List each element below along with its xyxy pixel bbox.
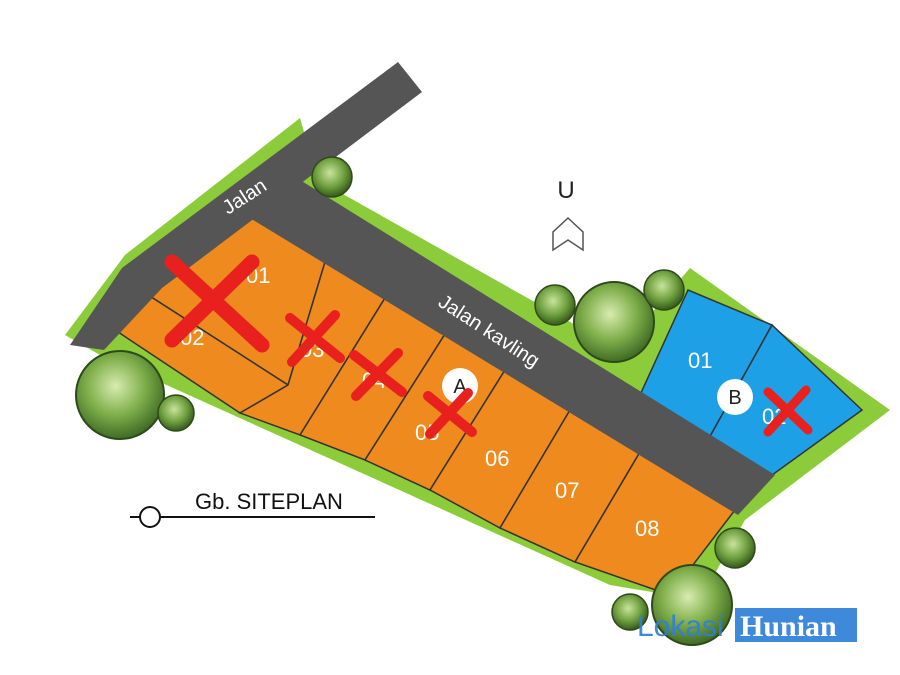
lot-a-07-label: 07 [555,478,579,503]
tree-center-right [643,269,685,311]
tree-left-large [75,350,165,440]
tree-bottom-small [611,593,649,631]
sold-mark-b-02 [763,385,813,437]
north-label: U [557,177,574,204]
lot-road [245,176,775,515]
sold-mark-a-01-02 [164,254,270,353]
lot-b-01-label: 01 [688,348,712,373]
lot-a-08-label: 08 [635,516,659,541]
cluster-b-marker: B [717,379,753,415]
siteplan-caption: Gb. SITEPLAN [130,489,375,528]
tree-center-small [534,284,576,326]
main-road [70,62,422,350]
sold-mark-a-03 [285,310,345,367]
tree-center-large [573,281,655,363]
sold-mark-a-04 [349,348,407,401]
sold-mark-a-05 [423,388,477,439]
cluster-b-marker-label: B [728,387,741,409]
north-arrow-icon [552,216,584,252]
watermark-logo: Lokasi Hunian [637,608,857,643]
watermark-part2: Hunian [740,610,837,643]
lot-a-06-label: 06 [485,446,509,471]
caption-text: Gb. SITEPLAN [195,489,343,514]
tree-left-small [157,394,195,432]
tree-bottom-large [651,564,733,646]
tree-bottom-right [714,527,756,569]
tree-top [311,156,353,198]
watermark-part1: Lokasi [637,610,724,643]
